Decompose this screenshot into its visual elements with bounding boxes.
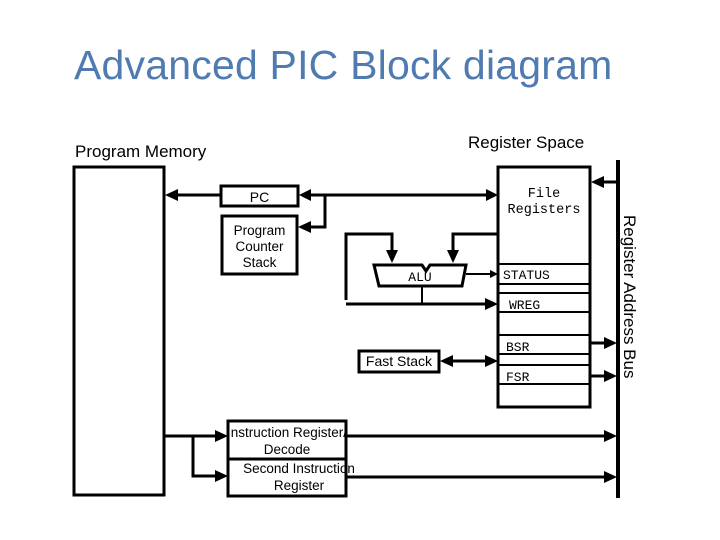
second-instruction-register-label-line1: Second Instruction [243, 461, 355, 476]
pc-label: PC [250, 189, 269, 205]
pc-stack-label-line2: Counter [235, 239, 284, 254]
wreg-to-alu-wire [344, 232, 394, 300]
program-memory-block [72, 165, 166, 497]
alu-to-wreg-arrowhead [485, 298, 498, 310]
fast-stack-right-arrowhead [485, 355, 498, 367]
program-memory-label: Program Memory [75, 142, 207, 161]
pc-stack-label-line3: Stack [243, 255, 277, 270]
register-fsr: FSR [506, 370, 530, 385]
file-to-alu-wire [451, 232, 498, 252]
instruction-register-label-line2: Decode [264, 442, 311, 457]
pc-stack-label-line1: Program [234, 223, 286, 238]
instruction-register-block [226, 419, 348, 461]
fast-stack-left-arrowhead [440, 355, 453, 367]
fsr-to-bus-arrowhead [604, 370, 617, 382]
second-ir-to-bus-arrowhead [604, 471, 617, 483]
fast-stack-label: Fast Stack [366, 353, 433, 369]
alu-input-b-arrowhead [447, 250, 459, 263]
file-registers-arrowhead [486, 189, 498, 201]
register-file-block [496, 165, 592, 409]
instruction-register-label-line1: Instruction Register/ [227, 425, 347, 440]
memory-to-second-ir-arrowhead [215, 470, 228, 482]
pc-to-memory-arrowhead [165, 189, 178, 201]
pc-input-arrowhead [299, 189, 311, 201]
alu-to-status-arrowhead [490, 270, 498, 278]
file-registers-label-line1: File [528, 187, 560, 202]
second-instruction-register-label-line2: Register [274, 478, 325, 493]
register-address-bus-label: Register Address Bus [620, 215, 639, 378]
pc-stack-input-arrowhead [298, 221, 311, 233]
register-space-label: Register Space [468, 133, 584, 152]
bus-to-file-registers-arrowhead [591, 176, 604, 188]
fast-stack-block [357, 349, 441, 374]
bsr-to-bus-arrowhead [604, 337, 617, 349]
register-bsr: BSR [506, 340, 530, 355]
register-wreg: WREG [509, 298, 540, 313]
alu-input-a-arrowhead [386, 250, 398, 263]
alu-block [372, 263, 468, 288]
pc-stack-input-wire [310, 195, 327, 229]
slide-title: Advanced PIC Block diagram [74, 42, 613, 88]
second-instruction-register-block [226, 457, 348, 498]
pc-stack-block [220, 214, 299, 276]
ir-to-bus-arrowhead [604, 430, 617, 442]
file-registers-label-line2: Registers [508, 203, 581, 218]
register-status: STATUS [503, 268, 550, 283]
memory-to-ir-arrowhead [215, 430, 228, 442]
alu-label: ALU [408, 270, 431, 285]
memory-to-second-ir-wire [191, 436, 216, 478]
